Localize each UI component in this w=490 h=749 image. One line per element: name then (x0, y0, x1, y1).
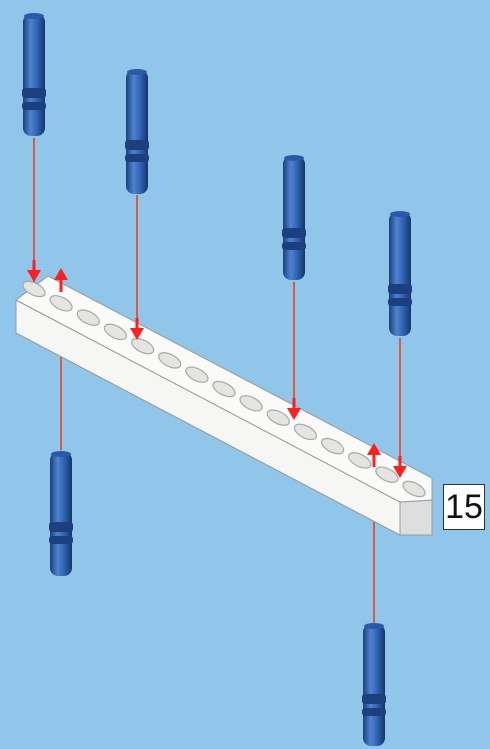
pin-bottom-right (362, 623, 386, 746)
beam-holes (21, 278, 428, 500)
pin-top-2 (125, 69, 149, 194)
pin-top-right (388, 211, 412, 336)
pin-top-left (22, 13, 46, 136)
part-count-label: 15 (443, 484, 485, 530)
arrow-down (27, 260, 41, 282)
beam-side-face (16, 300, 400, 535)
pin-bottom-left (49, 451, 73, 576)
pin-top-3 (282, 155, 306, 280)
beam (16, 276, 432, 535)
beam-end-face (400, 500, 432, 535)
